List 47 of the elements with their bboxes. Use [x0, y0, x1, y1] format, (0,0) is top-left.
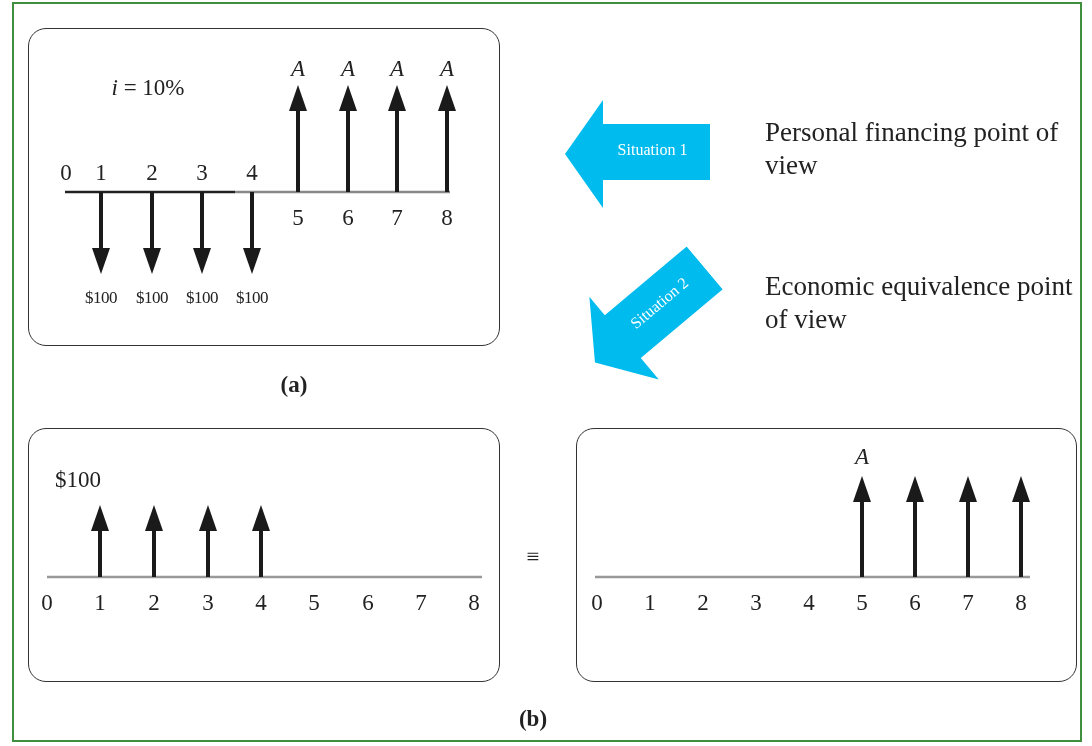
- cash-flow-label: $100: [136, 288, 168, 306]
- period-number: 1: [94, 590, 106, 614]
- period-number: 0: [591, 590, 603, 614]
- period-number: 4: [246, 160, 258, 184]
- cash-flow-label: A: [389, 56, 405, 80]
- period-number: 6: [362, 590, 374, 614]
- equivalence-sign: ≡: [526, 544, 540, 568]
- period-number: 7: [962, 590, 974, 614]
- situation-arrow: Situation 1: [565, 100, 710, 208]
- period-number: 8: [1015, 590, 1027, 614]
- diagram-panel: [28, 428, 500, 682]
- diagram-panel: [576, 428, 1077, 682]
- cash-flow-label: A: [290, 56, 306, 80]
- period-number: 4: [803, 590, 815, 614]
- period-number: 5: [292, 205, 304, 229]
- period-number: 2: [148, 590, 160, 614]
- period-number: 6: [342, 205, 354, 229]
- cash-flow-label: A: [340, 56, 356, 80]
- period-number: 3: [196, 160, 208, 184]
- cash-flow-label: A: [854, 444, 870, 468]
- cash-flow-label: $100: [236, 288, 268, 306]
- period-number: 3: [750, 590, 762, 614]
- period-number: 0: [41, 590, 53, 614]
- period-number: 2: [697, 590, 709, 614]
- period-number: 0: [60, 160, 72, 184]
- cash-flow-label: $100: [186, 288, 218, 306]
- diagram-panel: [28, 28, 500, 346]
- cash-flow-label: $100: [55, 467, 101, 491]
- period-number: 5: [856, 590, 868, 614]
- period-number: 5: [308, 590, 320, 614]
- period-number: 6: [909, 590, 921, 614]
- period-number: 8: [441, 205, 453, 229]
- panel-caption: (b): [518, 706, 548, 730]
- viewpoint-text: Economic equivalence point of view: [765, 270, 1074, 336]
- period-number: 1: [95, 160, 107, 184]
- cash-flow-label: $100: [85, 288, 117, 306]
- cash-flow-label: A: [439, 56, 455, 80]
- period-number: 4: [255, 590, 267, 614]
- period-number: 8: [468, 590, 480, 614]
- period-number: 7: [415, 590, 427, 614]
- period-number: 3: [202, 590, 214, 614]
- period-number: 1: [644, 590, 656, 614]
- viewpoint-text: Personal financing point of view: [765, 116, 1060, 182]
- period-number: 7: [391, 205, 403, 229]
- panel-caption: (a): [280, 372, 308, 396]
- interest-rate-label: i = 10%: [111, 75, 185, 99]
- period-number: 2: [146, 160, 158, 184]
